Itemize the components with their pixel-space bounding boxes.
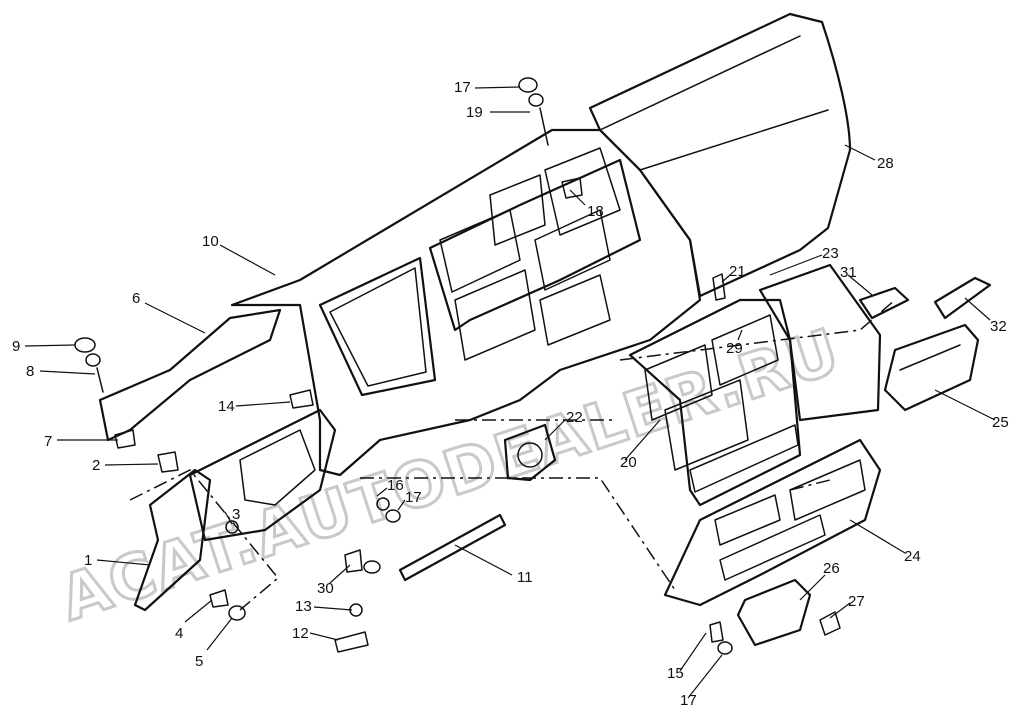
part-22-bracket [503,423,557,482]
callout-9: 9 [12,338,20,355]
callout-17-middle: 17 [405,489,422,506]
callout-14: 14 [218,398,235,415]
callout-6: 6 [132,290,140,307]
callout-27: 27 [848,593,865,610]
leader-lines [24,86,996,699]
callout-3: 3 [232,506,240,523]
part-28-upper-cover [588,12,852,298]
callout-29: 29 [726,340,743,357]
callout-22: 22 [566,409,583,426]
part-32-module [933,276,992,320]
callout-7: 7 [44,433,52,450]
callout-10: 10 [202,233,219,250]
callout-labels: 1 2 3 4 5 6 7 8 9 10 11 12 13 14 15 16 1… [12,79,1009,709]
part-20-center-bezel [628,298,802,507]
callout-17-bottom: 17 [680,692,697,709]
callout-16: 16 [387,477,404,494]
callout-15: 15 [667,665,684,682]
callout-13: 13 [295,598,312,615]
callout-17-top: 17 [454,79,471,96]
callout-5: 5 [195,653,203,670]
part-25-tray [883,323,980,412]
callout-1: 1 [84,552,92,569]
part-10-instrument-panel [230,128,702,477]
callout-23: 23 [822,245,839,262]
part-1-lower-left-cover [133,468,212,612]
callout-18: 18 [587,203,604,220]
callout-12: 12 [292,625,309,642]
callout-31: 31 [840,264,857,281]
callout-8: 8 [26,363,34,380]
callout-4: 4 [175,625,183,642]
callout-25: 25 [992,414,1009,431]
callout-24: 24 [904,548,921,565]
callout-28: 28 [877,155,894,172]
callout-32: 32 [990,318,1007,335]
callout-30: 30 [317,580,334,597]
callout-21: 21 [729,263,746,280]
part-24-lower-console [663,438,882,607]
part-6-left-panel [98,308,282,442]
part-11-lower-trim [398,513,507,582]
callout-20: 20 [620,454,637,471]
callout-19: 19 [466,104,483,121]
part-26-pocket [736,578,812,647]
callout-11: 11 [517,569,533,586]
callout-26: 26 [823,560,840,577]
assembly-boundaries [129,299,896,611]
callout-2: 2 [92,457,100,474]
part-23-rear-panel [758,263,882,422]
part-31-module [858,286,910,320]
part-3-knee-panel [188,408,337,542]
fasteners [74,77,841,655]
